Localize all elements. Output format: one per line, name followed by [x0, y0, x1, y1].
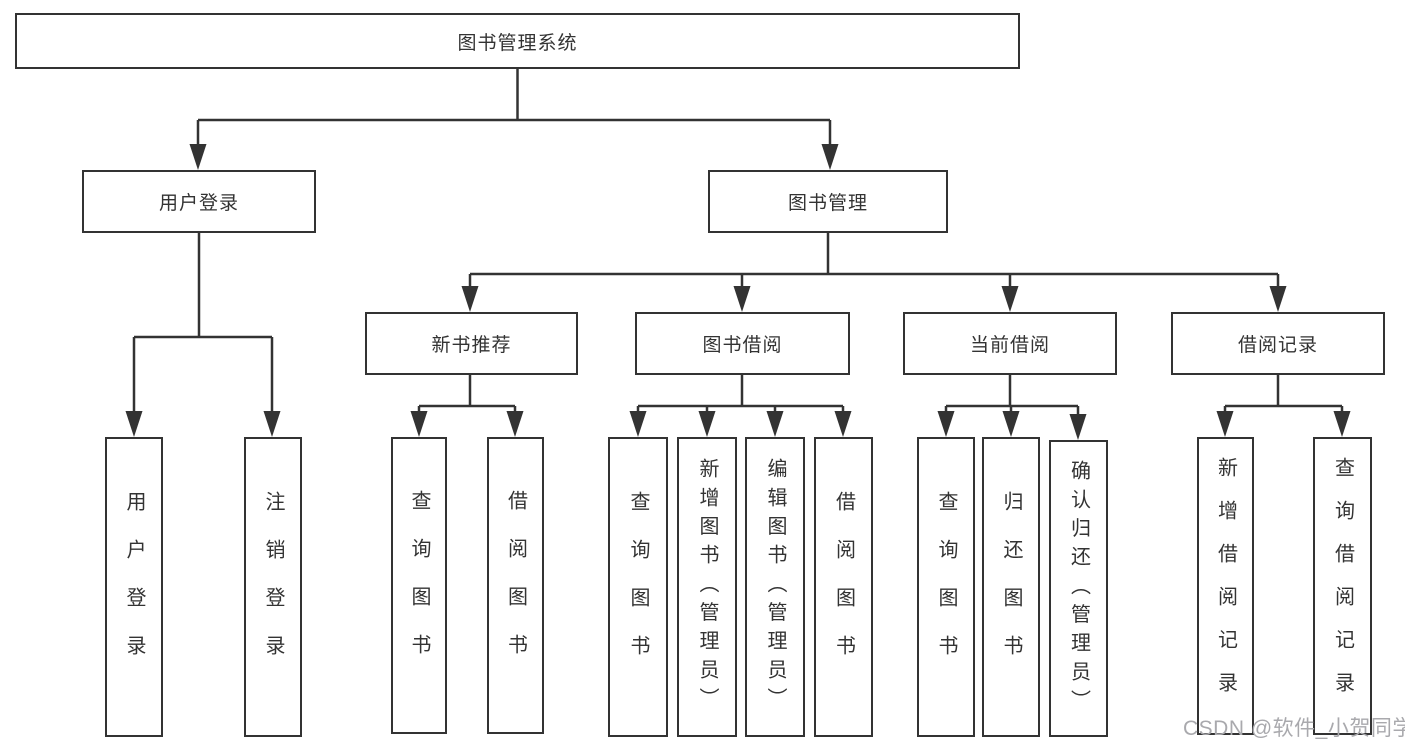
- node-label: 用户登录: [123, 491, 145, 683]
- leaf-return-books: 归还图书: [982, 437, 1040, 737]
- node-user-login: 用户登录: [82, 170, 316, 233]
- node-book-management: 图书管理: [708, 170, 948, 233]
- node-label: 用户登录: [158, 193, 239, 214]
- leaf-borrow-books-1: 借阅图书: [487, 437, 544, 734]
- node-label: 查询图书: [935, 491, 957, 683]
- leaf-edit-books-admin: 编辑图书（管理员）: [745, 437, 805, 737]
- node-label: 新书推荐: [431, 335, 512, 356]
- node-label: 归还图书: [1000, 491, 1022, 683]
- node-new-book-recommend: 新书推荐: [365, 312, 578, 375]
- node-label: 新增图书（管理员）: [696, 458, 718, 716]
- node-book-borrow: 图书借阅: [635, 312, 850, 375]
- leaf-add-borrow-record: 新增借阅记录: [1197, 437, 1254, 735]
- node-label: 编辑图书（管理员）: [764, 458, 786, 716]
- node-label: 查询图书: [408, 489, 430, 682]
- node-label: 查询借阅记录: [1331, 457, 1354, 715]
- csdn-watermark: CSDN @软件_小贺同学: [1183, 717, 1405, 740]
- leaf-confirm-return-admin: 确认归还（管理员）: [1049, 440, 1108, 737]
- node-label: 图书管理: [787, 193, 868, 214]
- node-label: 借阅图书: [832, 491, 855, 683]
- node-label: 查询图书: [627, 491, 649, 683]
- leaf-borrow-books-2: 借阅图书: [814, 437, 873, 737]
- node-borrow-records: 借阅记录: [1171, 312, 1385, 375]
- leaf-query-books-3: 查询图书: [917, 437, 975, 737]
- node-label: 当前借阅: [969, 335, 1050, 356]
- node-current-borrow: 当前借阅: [903, 312, 1117, 375]
- arrowheads: [125, 144, 1351, 440]
- leaf-user-login: 用户登录: [105, 437, 163, 737]
- node-label: 新增借阅记录: [1214, 457, 1237, 715]
- node-label: 确认归还（管理员）: [1067, 459, 1090, 718]
- leaf-query-books-1: 查询图书: [391, 437, 447, 734]
- node-label: 图书借阅: [702, 335, 783, 356]
- leaf-add-books-admin: 新增图书（管理员）: [677, 437, 737, 737]
- node-label: 借阅图书: [504, 489, 527, 682]
- node-label: 图书管理系统: [457, 32, 578, 54]
- leaf-logout: 注销登录: [244, 437, 302, 737]
- leaf-query-books-2: 查询图书: [608, 437, 668, 737]
- leaf-query-borrow-record: 查询借阅记录: [1313, 437, 1372, 735]
- node-label: 借阅记录: [1237, 335, 1318, 356]
- node-label: 注销登录: [262, 491, 284, 683]
- node-root-system: 图书管理系统: [15, 13, 1020, 69]
